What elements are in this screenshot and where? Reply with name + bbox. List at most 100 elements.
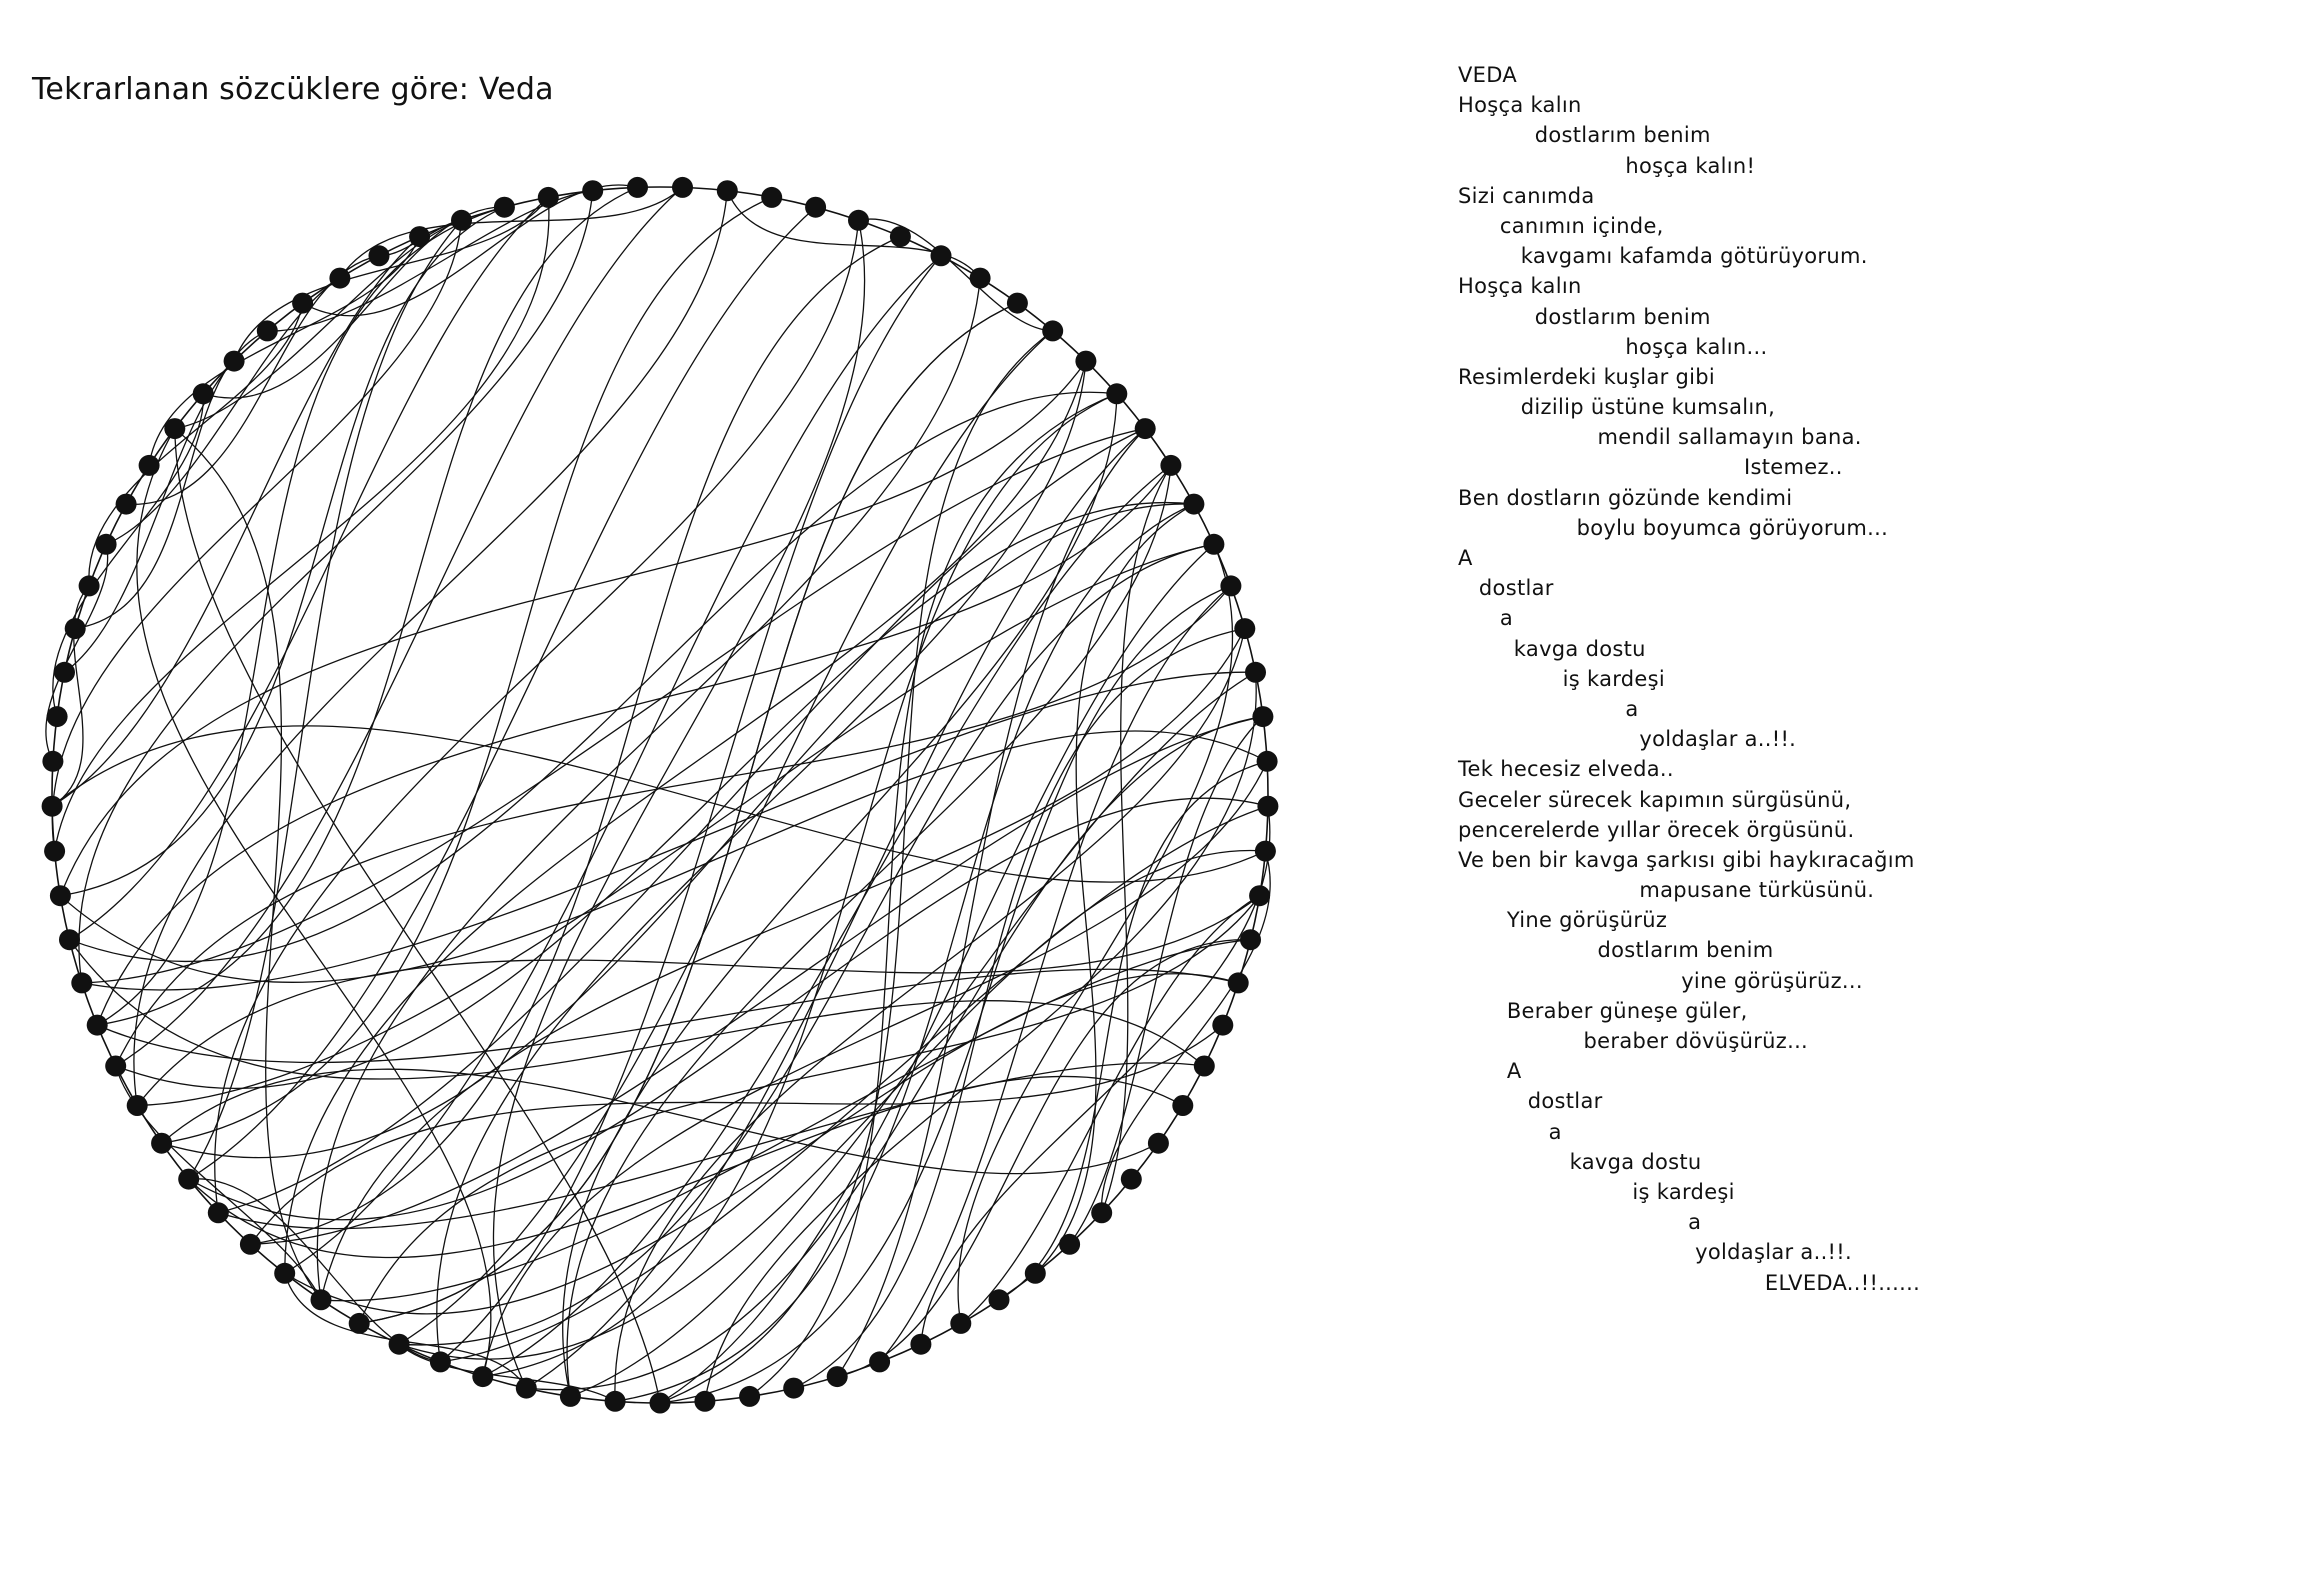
edge	[439, 255, 942, 1363]
poem-text: VEDA Hoşça kalın dostlarım benim hoşça ka…	[1458, 60, 1920, 1298]
edge	[492, 220, 866, 1389]
word-node	[1147, 1132, 1169, 1154]
edge	[358, 895, 1261, 1324]
edge	[659, 585, 1232, 1404]
edge	[174, 428, 322, 1301]
word-node	[42, 750, 64, 772]
edge	[284, 360, 1087, 1274]
edge	[59, 730, 1268, 983]
edge	[436, 361, 1087, 1362]
word-node	[1227, 972, 1249, 994]
poem-line: Beraber güneşe güler,	[1458, 998, 1748, 1023]
word-node	[930, 245, 952, 267]
word-node	[783, 1377, 805, 1399]
poem-line: Istemez..	[1458, 455, 1843, 480]
edge	[81, 671, 1256, 991]
word-node	[64, 618, 86, 640]
edge	[960, 895, 1260, 1324]
poem-line: VEDA	[1458, 63, 1518, 87]
edge	[136, 895, 1261, 1106]
edge	[399, 543, 1215, 1346]
poem-line: dostlarım benim	[1458, 304, 1711, 329]
word-node	[115, 493, 137, 515]
word-node	[1160, 454, 1182, 476]
word-node	[1249, 885, 1271, 907]
poem-line: hoşça kalın...	[1458, 334, 1768, 359]
word-node	[672, 176, 693, 198]
word-node	[192, 383, 214, 405]
edge	[359, 302, 1018, 1325]
poem-line: yoldaşlar a..!!.	[1458, 1240, 1852, 1265]
word-node	[649, 1392, 671, 1414]
word-node	[848, 209, 869, 231]
word-node	[207, 1202, 229, 1224]
edge	[96, 968, 1239, 1064]
word-node	[1075, 350, 1097, 372]
word-node	[274, 1262, 296, 1284]
word-node	[138, 454, 160, 476]
edge	[998, 760, 1268, 1301]
edge	[284, 255, 942, 1274]
poem-line: canımın içinde,	[1458, 213, 1664, 238]
word-node	[95, 533, 117, 555]
word-node	[988, 1289, 1010, 1311]
word-node	[910, 1333, 932, 1355]
edge	[302, 184, 638, 317]
edge	[570, 671, 1256, 1398]
word-node	[805, 196, 827, 218]
word-node	[368, 245, 390, 267]
poem-line: beraber dövüşürüz...	[1458, 1029, 1809, 1053]
poem-line: Tek hecesiz elveda..	[1458, 757, 1674, 782]
edge	[398, 330, 1054, 1345]
edge	[161, 1068, 1159, 1175]
word-node	[472, 1366, 494, 1388]
poem-line: kavgamı kafamda götürüyorum.	[1458, 244, 1868, 269]
poem-line: mendil sallamayın bana.	[1458, 425, 1862, 450]
word-node	[1006, 292, 1028, 314]
word-node	[151, 1132, 173, 1154]
word-node	[78, 575, 100, 597]
word-node	[1257, 795, 1279, 817]
poem-line: Hoşça kalın	[1458, 93, 1582, 118]
word-node	[41, 795, 63, 817]
word-node	[71, 972, 93, 994]
word-node	[537, 186, 559, 208]
edge	[51, 725, 1266, 883]
edge	[249, 1024, 1224, 1245]
edge	[214, 220, 860, 1213]
word-node	[950, 1312, 972, 1334]
edge	[320, 939, 1251, 1302]
word-node	[292, 292, 314, 314]
word-node	[1252, 706, 1274, 728]
poem-line: boylu boyumca görüyorum...	[1458, 515, 1889, 540]
word-node	[1240, 929, 1261, 951]
poem-line: dizilip üstüne kumsalın,	[1458, 395, 1776, 420]
edge	[75, 330, 268, 630]
word-node	[1091, 1202, 1113, 1224]
word-node	[256, 320, 278, 342]
poem-line: Hoşça kalın	[1458, 274, 1582, 299]
word-node	[1106, 383, 1128, 405]
poem-line: A	[1458, 546, 1473, 570]
edge	[398, 850, 1266, 1360]
edge	[68, 939, 1205, 1080]
poem-line: Sizi canımda	[1458, 183, 1595, 208]
word-node	[1172, 1095, 1194, 1116]
edge	[96, 465, 1172, 1026]
word-node	[1234, 618, 1256, 640]
word-node	[515, 1377, 537, 1399]
poem-line: a	[1458, 1119, 1562, 1144]
word-node	[49, 885, 71, 907]
edge	[51, 220, 463, 852]
edge	[137, 543, 1215, 1107]
word-node	[429, 1351, 451, 1373]
poem-line: yine görüşürüz...	[1458, 968, 1863, 993]
edge	[1101, 850, 1271, 1213]
edge	[53, 197, 550, 852]
word-node	[826, 1366, 848, 1388]
edge	[320, 628, 1246, 1300]
edge	[858, 218, 1053, 332]
edge	[482, 393, 1118, 1378]
edge	[96, 206, 505, 1026]
word-node	[59, 929, 80, 951]
